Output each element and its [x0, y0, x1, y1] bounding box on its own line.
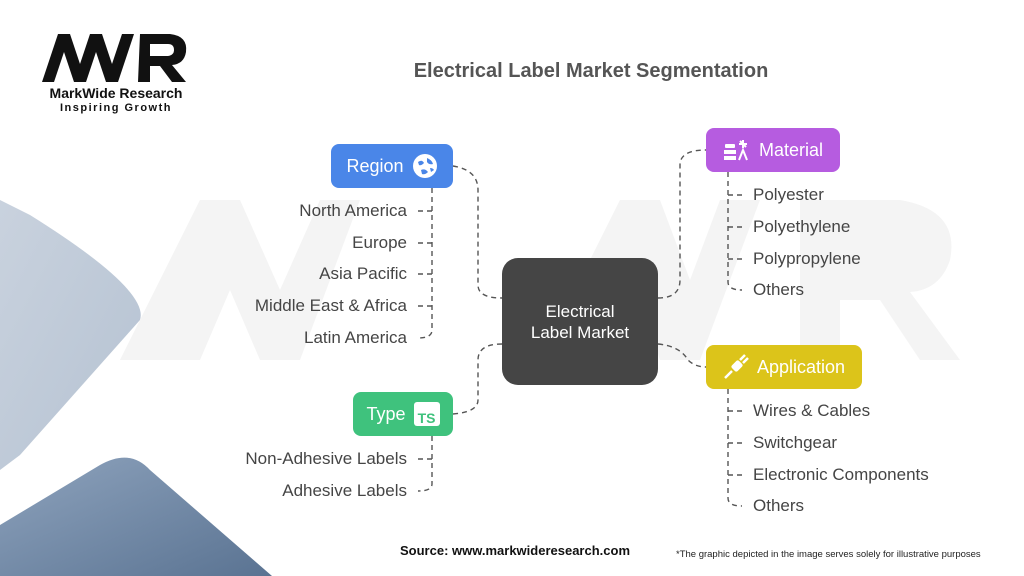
- dark-triangle: [0, 457, 272, 576]
- source-text: Source: www.markwideresearch.com: [400, 543, 631, 558]
- type-item: Non-Adhesive Labels: [245, 449, 407, 468]
- material-node: Material: [706, 128, 840, 172]
- material-item: Polyethylene: [753, 217, 851, 236]
- center-line1: Electrical: [545, 301, 615, 321]
- page-title: Electrical Label Market Segmentation: [413, 60, 769, 82]
- type-item: Adhesive Labels: [282, 481, 407, 500]
- region-item: Middle East & Africa: [254, 296, 407, 315]
- application-item: Others: [753, 496, 805, 515]
- application-item: Switchgear: [753, 433, 838, 452]
- application-label: Application: [756, 356, 846, 377]
- application-item: Electronic Components: [753, 465, 929, 484]
- materials-icon: [723, 138, 751, 162]
- application-node: Application: [706, 345, 862, 389]
- center-node: Electrical Label Market: [502, 258, 658, 385]
- type-label: Type: [366, 403, 406, 424]
- logo-tagline: Inspiring Growth: [60, 102, 172, 114]
- center-line2: Label Market: [530, 322, 630, 342]
- region-label: Region: [346, 155, 404, 176]
- globe-icon: [412, 153, 438, 179]
- material-item: Polypropylene: [753, 249, 861, 268]
- region-item: North America: [299, 201, 407, 220]
- material-item: Polyester: [753, 185, 824, 204]
- material-item: Others: [753, 280, 805, 299]
- region-item: Asia Pacific: [319, 264, 407, 283]
- ts-badge-icon: TS: [413, 402, 440, 426]
- disclaimer-text: *The graphic depicted in the image serve…: [676, 549, 981, 560]
- plug-icon: [723, 354, 749, 380]
- application-item: Wires & Cables: [753, 401, 871, 420]
- logo-name: MarkWide Research: [49, 85, 183, 101]
- connectors: [417, 149, 743, 507]
- light-parallelogram: [0, 200, 141, 470]
- region-item: Europe: [352, 233, 407, 252]
- material-label: Material: [758, 139, 824, 160]
- logo-mark: [42, 34, 187, 82]
- type-node: Type TS: [353, 392, 453, 436]
- region-item: Latin America: [304, 328, 407, 347]
- region-node: Region: [331, 144, 453, 188]
